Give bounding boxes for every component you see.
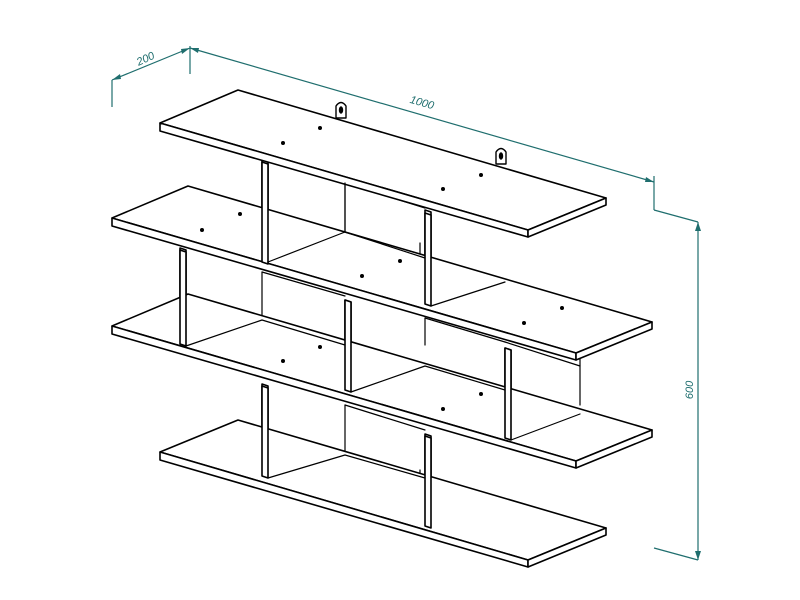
shelf-board-top — [159, 89, 607, 238]
shelf-board-3 — [111, 293, 653, 469]
shelf-board-bottom — [159, 419, 607, 568]
height-label: 600 — [684, 380, 696, 399]
dimension-lines — [111, 46, 701, 561]
dividers-upper — [179, 161, 512, 529]
cubby-inner-lines — [185, 231, 581, 479]
screw-holes — [200, 126, 564, 411]
wall-hangers — [335, 101, 507, 165]
shelf-unit — [111, 89, 653, 568]
shelf-board-2 — [111, 185, 653, 361]
width-label: 1000 — [408, 94, 436, 113]
